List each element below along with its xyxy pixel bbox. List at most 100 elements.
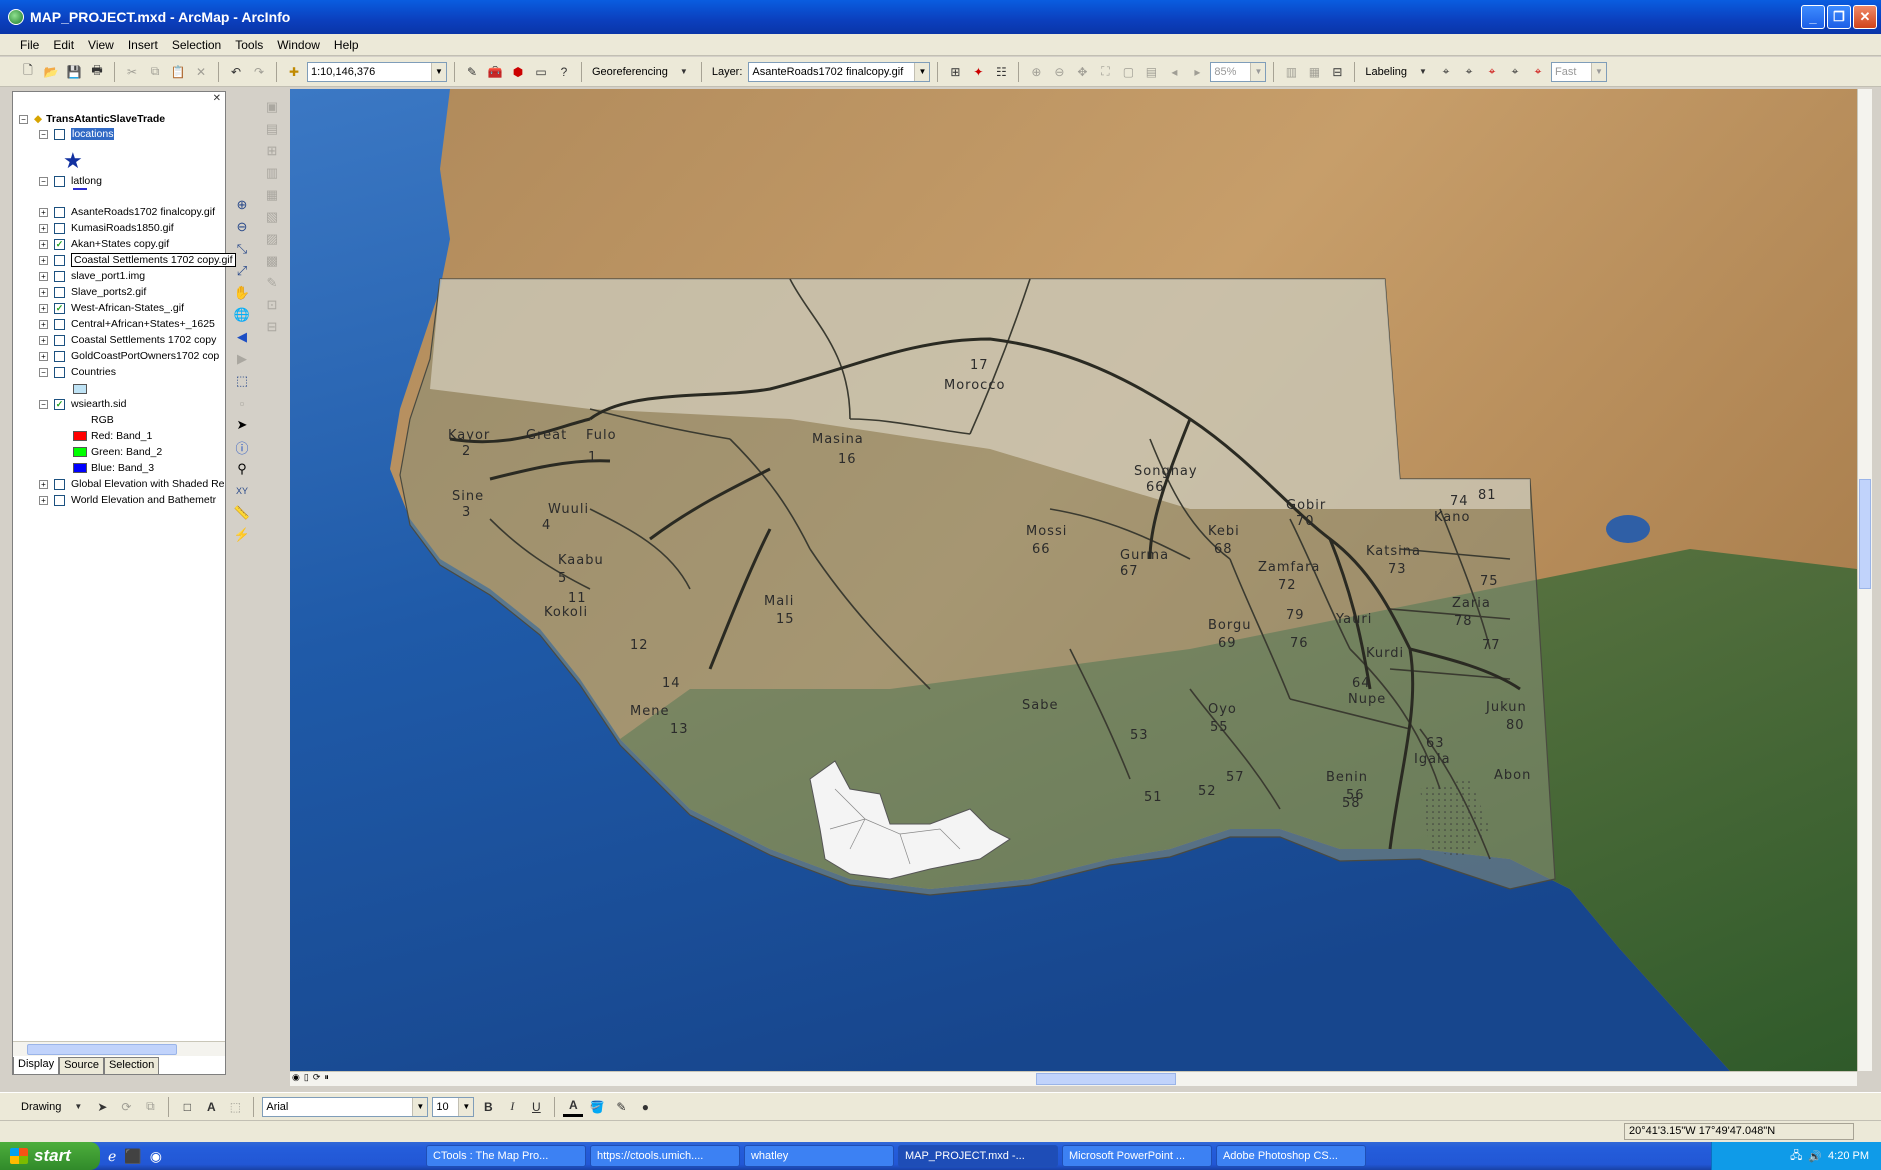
tray-volume-icon[interactable]: 🔊 (1808, 1150, 1823, 1163)
toc-layer[interactable]: − locations (39, 127, 115, 141)
zoom-out-fixed-icon[interactable]: ⊖ (1054, 64, 1065, 79)
menu-help[interactable]: Help (333, 37, 359, 52)
tool-f-icon[interactable]: ▧ (265, 209, 279, 224)
find-icon[interactable]: ⚲ (237, 461, 247, 476)
menu-file[interactable]: File (20, 37, 40, 52)
minimize-button[interactable]: _ (1801, 5, 1825, 29)
whats-this-icon[interactable]: ? (560, 64, 568, 79)
command-line-icon[interactable]: ▭ (535, 64, 547, 79)
quicklaunch-icon[interactable]: ⬛ (124, 1147, 142, 1164)
copy-icon[interactable]: ⧉ (150, 64, 160, 78)
tool-c-icon[interactable]: ⊞ (266, 143, 278, 158)
close-button[interactable]: ✕ (1853, 5, 1877, 29)
toc-root[interactable]: − ◆ TransAtanticSlaveTrade (19, 112, 165, 126)
tray-network-icon[interactable]: 🖧 (1790, 1149, 1803, 1162)
view-link-table-icon[interactable]: ☷ (996, 64, 1007, 79)
toc-layer[interactable]: + World Elevation and Bathemetr (39, 493, 216, 507)
menu-window[interactable]: Window (277, 37, 320, 52)
start-button[interactable]: start (0, 1142, 100, 1170)
open-icon[interactable]: 📂 (43, 64, 59, 79)
focus-frame-icon[interactable]: ▦ (1308, 64, 1321, 79)
labeling-menu[interactable]: Labeling (1365, 65, 1407, 78)
map-view[interactable]: Kayor 2 Great Fulo 1 Masina 16 Morocco 1… (290, 89, 1857, 1071)
close-icon[interactable]: ✕ (212, 93, 221, 104)
lock-labels-icon[interactable]: ⌖ (1511, 64, 1519, 78)
pan-icon[interactable]: ✋ (233, 285, 251, 300)
fixed-zoom-out-icon[interactable]: ⤢ (236, 263, 248, 278)
arctoolbox-icon[interactable]: 🧰 (487, 64, 503, 79)
change-layout-icon[interactable]: ⊟ (1332, 64, 1343, 79)
toc-horizontal-scrollbar[interactable] (13, 1041, 225, 1056)
layer-combo[interactable]: AsanteRoads1702 finalcopy.gif▼ (748, 61, 931, 82)
bold-button[interactable]: B (484, 1099, 493, 1114)
forward-arrow-icon[interactable]: ▶ (237, 351, 247, 366)
refresh-icon[interactable]: ⟳ (312, 1072, 321, 1082)
tab-display[interactable]: Display (13, 1057, 60, 1075)
underline-button[interactable]: U (532, 1099, 541, 1114)
measure-icon[interactable]: 📏 (233, 505, 251, 520)
font-combo[interactable]: Arial▼ (262, 1096, 429, 1117)
editor-icon[interactable]: ✎ (466, 64, 478, 79)
restore-button[interactable]: ❐ (1827, 5, 1851, 29)
toc-layer[interactable]: + Global Elevation with Shaded Re (39, 477, 225, 491)
tool-d-icon[interactable]: ▥ (265, 165, 279, 180)
toc-layer[interactable]: + Slave_ports2.gif (39, 285, 146, 299)
toc-layer[interactable]: + Coastal Settlements 1702 copy.gif (39, 253, 236, 267)
fill-color-icon[interactable]: 🪣 (589, 1099, 605, 1114)
labeling-chevron-icon[interactable]: ▼ (1419, 67, 1427, 76)
tool-i-icon[interactable]: ✎ (266, 275, 278, 290)
pan-layout-icon[interactable]: ✥ (1077, 64, 1088, 79)
fast-combo[interactable]: Fast▼ (1551, 61, 1607, 82)
font-color-icon[interactable]: A (563, 1097, 584, 1117)
task-photoshop[interactable]: Adobe Photoshop CS... (1215, 1145, 1366, 1167)
italic-button[interactable]: I (510, 1099, 515, 1113)
tool-b-icon[interactable]: ▤ (265, 121, 279, 136)
tool-g-icon[interactable]: ▨ (265, 231, 279, 246)
zoom-width-icon[interactable]: ▤ (1145, 64, 1158, 79)
font-size-combo[interactable]: 10▼ (432, 1096, 475, 1117)
menu-view[interactable]: View (88, 37, 114, 52)
toc-layer[interactable]: +✓ Akan+States copy.gif (39, 237, 169, 251)
tool-e-icon[interactable]: ▦ (265, 187, 279, 202)
layout-view-icon[interactable]: ▯ (303, 1072, 309, 1082)
pause-labeling-icon[interactable]: ⌖ (1534, 64, 1542, 78)
map-vertical-scrollbar[interactable] (1857, 89, 1872, 1071)
toc-layer[interactable]: +✓ West-African-States_.gif (39, 301, 184, 315)
chevron-down-icon[interactable]: ▼ (679, 67, 688, 76)
georeferencing-menu[interactable]: Georeferencing (592, 65, 668, 78)
toc-layer[interactable]: − latlong (39, 174, 102, 188)
clear-selection-icon[interactable]: ▫ (239, 395, 245, 411)
menu-tools[interactable]: Tools (235, 37, 264, 52)
toc-layer[interactable]: + AsanteRoads1702 finalcopy.gif (39, 205, 215, 219)
tool-k-icon[interactable]: ⊟ (266, 319, 278, 334)
hyperlink-icon[interactable]: ⚡ (233, 527, 251, 542)
pause-drawing-icon[interactable]: ⏸ (324, 1072, 329, 1082)
menu-selection[interactable]: Selection (171, 37, 222, 52)
zoom-to-selected-icon[interactable]: ⧉ (146, 1099, 155, 1113)
full-extent-icon[interactable]: 🌐 (233, 307, 251, 322)
tool-j-icon[interactable]: ⊡ (266, 297, 278, 312)
drawing-chevron-icon[interactable]: ▼ (74, 1102, 83, 1111)
delete-icon[interactable]: ✕ (195, 64, 207, 79)
rectangle-icon[interactable]: □ (183, 1099, 191, 1114)
layout-zoom-combo[interactable]: 85%▼ (1210, 61, 1267, 82)
task-browser[interactable]: https://ctools.umich.... (589, 1145, 740, 1167)
ie-quicklaunch-icon[interactable]: ℯ (108, 1147, 117, 1164)
label-manager-icon[interactable]: ⌖ (1442, 64, 1450, 78)
toc-layer[interactable]: + Coastal Settlements 1702 copy (39, 333, 216, 347)
task-arcmap[interactable]: MAP_PROJECT.mxd -... (897, 1145, 1058, 1167)
task-ctools[interactable]: CTools : The Map Pro... (425, 1145, 586, 1167)
undo-icon[interactable]: ↶ (230, 64, 242, 79)
add-data-icon[interactable]: ✚ (288, 64, 300, 79)
line-color-icon[interactable]: ✎ (616, 1099, 627, 1114)
previous-extent-icon[interactable]: ◂ (1171, 64, 1178, 79)
toc-layer[interactable]: + slave_port1.img (39, 269, 145, 283)
drawing-menu[interactable]: Drawing (21, 1100, 62, 1113)
zoom-in-icon[interactable]: ⊕ (236, 197, 248, 212)
task-folder[interactable]: whatley (743, 1145, 894, 1167)
toc-layer[interactable]: −✓ wsiearth.sid (39, 397, 126, 411)
identify-icon[interactable]: ⓘ (235, 440, 249, 456)
data-view-icon[interactable]: ◉ (292, 1072, 300, 1082)
menu-insert[interactable]: Insert (127, 37, 158, 52)
tab-source[interactable]: Source (59, 1057, 104, 1075)
